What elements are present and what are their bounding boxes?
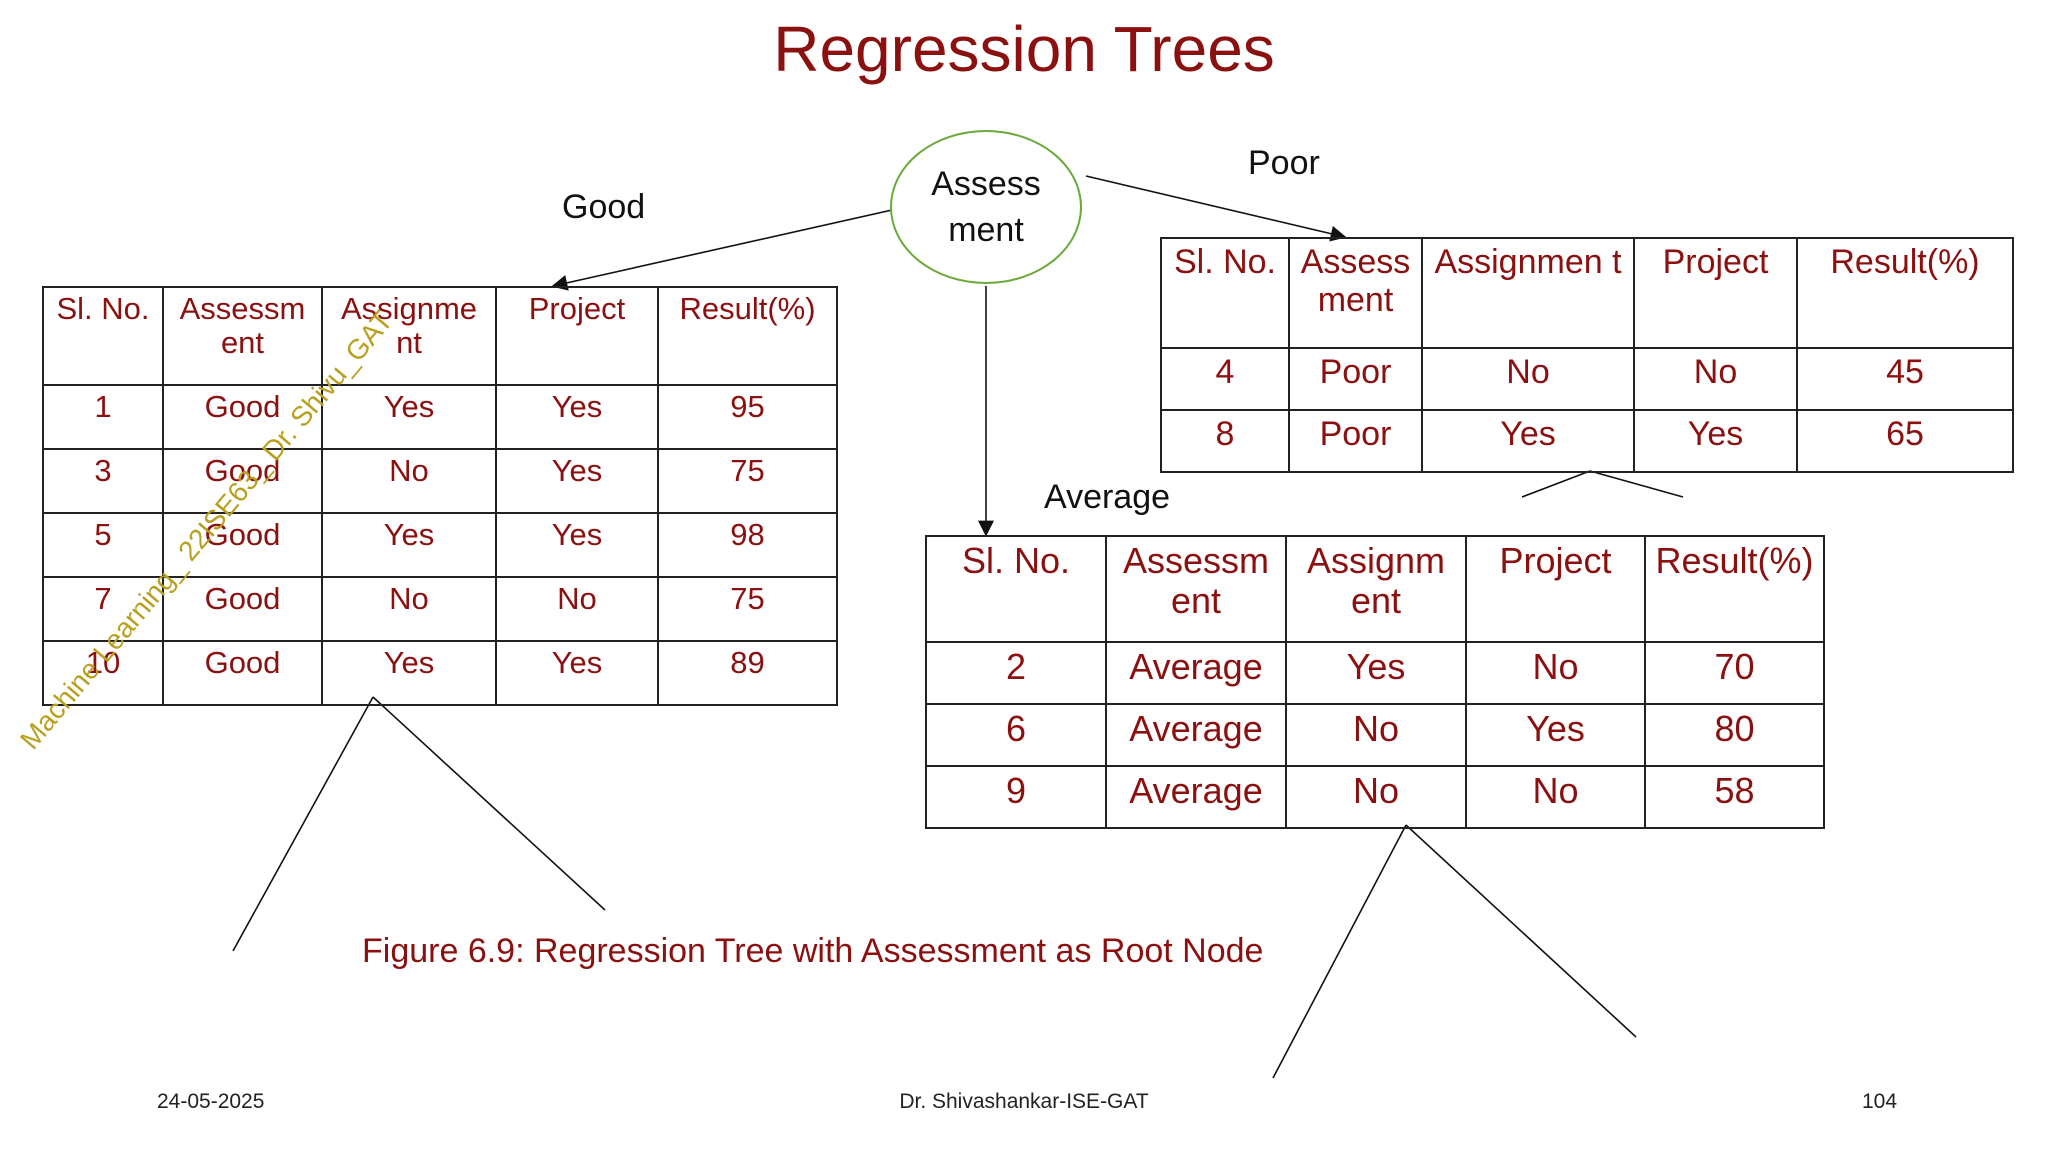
table-cell: 8 xyxy=(1160,409,1290,473)
table-cell: Yes xyxy=(321,512,497,578)
table-cell: 98 xyxy=(657,512,838,578)
table-header-row: Sl. No. Assessm ent Assignm ent Project … xyxy=(925,535,1825,643)
header-cell: Project xyxy=(1465,535,1646,643)
table-header-row: Sl. No. Assessm ent Assignme nt Project … xyxy=(42,286,838,386)
table-cell: Yes xyxy=(495,448,659,514)
table-cell: No xyxy=(1465,641,1646,705)
header-cell: Project xyxy=(495,286,659,386)
table-cell: Good xyxy=(162,384,323,450)
table-cell: Yes xyxy=(495,640,659,706)
table-cell: Yes xyxy=(321,640,497,706)
table-row: 1 Good Yes Yes 95 xyxy=(42,384,838,450)
table-cell: 45 xyxy=(1796,347,2014,411)
table-cell: Yes xyxy=(1633,409,1798,473)
header-cell: Project xyxy=(1633,237,1798,349)
table-cell: Yes xyxy=(1285,641,1467,705)
table-cell: No xyxy=(1465,765,1646,829)
table-cell: Yes xyxy=(495,384,659,450)
table-row: 10 Good Yes Yes 89 xyxy=(42,640,838,706)
header-cell: Assignmen t xyxy=(1421,237,1635,349)
table-cell: Yes xyxy=(1421,409,1635,473)
table-row: 6 Average No Yes 80 xyxy=(925,703,1825,767)
footer-date: 24-05-2025 xyxy=(157,1090,265,1113)
good-split-left xyxy=(232,696,374,952)
table-cell: Good xyxy=(162,640,323,706)
table-cell: 65 xyxy=(1796,409,2014,473)
table-row: 9 Average No No 58 xyxy=(925,765,1825,829)
table-cell: Yes xyxy=(495,512,659,578)
header-cell: Sl. No. xyxy=(1160,237,1290,349)
table-cell: 58 xyxy=(1644,765,1825,829)
header-cell: Assignme nt xyxy=(321,286,497,386)
header-cell: Assess ment xyxy=(1288,237,1423,349)
table-cell: No xyxy=(1633,347,1798,411)
table-row: 5 Good Yes Yes 98 xyxy=(42,512,838,578)
good-split-right xyxy=(372,696,606,911)
header-cell: Result(%) xyxy=(657,286,838,386)
table-row: 7 Good No No 75 xyxy=(42,576,838,642)
table-good: Sl. No. Assessm ent Assignme nt Project … xyxy=(42,286,838,706)
table-cell: No xyxy=(1421,347,1635,411)
table-header-row: Sl. No. Assess ment Assignmen t Project … xyxy=(1160,237,2014,349)
table-cell: No xyxy=(1285,765,1467,829)
table-cell: 80 xyxy=(1644,703,1825,767)
average-split-right xyxy=(1405,824,1637,1038)
table-row: 2 Average Yes No 70 xyxy=(925,641,1825,705)
table-cell: Good xyxy=(162,448,323,514)
poor-split-left xyxy=(1521,470,1591,498)
table-row: 8 Poor Yes Yes 65 xyxy=(1160,409,2014,473)
table-cell: Poor xyxy=(1288,409,1423,473)
arrow-poor xyxy=(1085,175,1347,242)
table-poor: Sl. No. Assess ment Assignmen t Project … xyxy=(1160,237,2014,473)
table-cell: Yes xyxy=(321,384,497,450)
table-row: 4 Poor No No 45 xyxy=(1160,347,2014,411)
table-cell: Good xyxy=(162,512,323,578)
table-cell: 70 xyxy=(1644,641,1825,705)
branch-label-poor: Poor xyxy=(1248,144,1320,182)
table-cell: 7 xyxy=(42,576,164,642)
header-cell: Assignm ent xyxy=(1285,535,1467,643)
root-node-label: Assess ment xyxy=(931,165,1041,249)
table-cell: No xyxy=(321,448,497,514)
header-cell: Result(%) xyxy=(1796,237,2014,349)
table-cell: 3 xyxy=(42,448,164,514)
slide-title: Regression Trees xyxy=(773,13,1275,85)
table-cell: 6 xyxy=(925,703,1107,767)
table-cell: Poor xyxy=(1288,347,1423,411)
table-cell: 1 xyxy=(42,384,164,450)
table-cell: 95 xyxy=(657,384,838,450)
table-cell: Average xyxy=(1105,641,1287,705)
footer-page-number: 104 xyxy=(1862,1090,1898,1113)
header-cell: Sl. No. xyxy=(42,286,164,386)
table-cell: Yes xyxy=(1465,703,1646,767)
root-node-assessment: Assess ment xyxy=(890,130,1082,284)
figure-caption: Figure 6.9: Regression Tree with Assessm… xyxy=(362,932,1264,970)
average-split-left xyxy=(1272,824,1407,1079)
table-cell: 5 xyxy=(42,512,164,578)
footer-author: Dr. Shivashankar-ISE-GAT xyxy=(899,1090,1149,1113)
table-cell: 89 xyxy=(657,640,838,706)
table-average: Sl. No. Assessm ent Assignm ent Project … xyxy=(925,535,1825,829)
table-cell: 75 xyxy=(657,448,838,514)
header-cell: Result(%) xyxy=(1644,535,1825,643)
header-cell: Assessm ent xyxy=(1105,535,1287,643)
branch-label-good: Good xyxy=(562,188,646,226)
table-cell: No xyxy=(1285,703,1467,767)
header-cell: Sl. No. xyxy=(925,535,1107,643)
table-cell: No xyxy=(495,576,659,642)
poor-split-right xyxy=(1589,470,1684,498)
table-cell: No xyxy=(321,576,497,642)
table-cell: 9 xyxy=(925,765,1107,829)
table-cell: 2 xyxy=(925,641,1107,705)
table-cell: Average xyxy=(1105,765,1287,829)
table-cell: Average xyxy=(1105,703,1287,767)
branch-label-average: Average xyxy=(1044,478,1171,516)
table-cell: 4 xyxy=(1160,347,1290,411)
header-cell: Assessm ent xyxy=(162,286,323,386)
table-cell: 10 xyxy=(42,640,164,706)
table-cell: Good xyxy=(162,576,323,642)
table-cell: 75 xyxy=(657,576,838,642)
table-row: 3 Good No Yes 75 xyxy=(42,448,838,514)
